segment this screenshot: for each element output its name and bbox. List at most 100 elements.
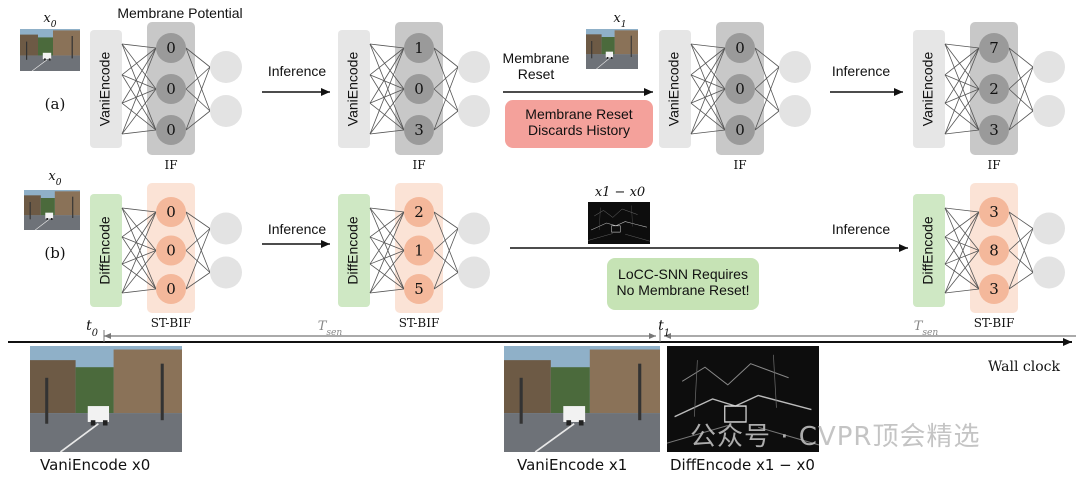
row-b-stage-0-edge-in [121,236,157,290]
row-b-stage-0-neuron-1 [156,235,186,266]
row-b-input-label-diff: x1 − x0 [595,185,645,200]
row-b-stage-1-edge-in [369,211,405,265]
row-b-stage-0-edge-in [121,236,157,251]
row-b-stage-1-neuron-value-0: 2 [414,203,424,221]
row-a-stage-0-output-neuron-0 [210,51,242,83]
row-b-stage-2-edge-in [944,211,980,238]
row-b-stage-1-neuron-type: ST-BIF [399,316,440,330]
row-a-stage-3-edge-in [944,74,980,90]
row-a-stage-2-neuron-0 [725,33,755,63]
row-a-stage-2-encoder-label: VaniEncode [666,52,682,127]
row-a-stage-0-edge-in [121,43,157,90]
row-a-stage-3-edge-in [944,47,980,76]
row-b-label: (b) [44,244,65,262]
row-b-arrow-label-1: Inference [268,221,327,237]
caption-diffencode-x1-x0: DiffEncode x1 − x0 [670,456,815,474]
row-b-stage-0-edge-in [121,211,157,265]
row-b-stage-0-edge-out [185,211,211,273]
row-b-stage-1-edge-out [433,228,459,290]
row-b-stage-2-edge-in [944,250,980,265]
row-a-stage-3-edge-out [1008,110,1034,131]
row-a-stage-1-edge-in [369,102,405,131]
caption-vaniencode-x1: VaniEncode x1 [517,456,628,474]
row-a-stage-0-edge-in [121,43,157,131]
row-b-stage-1-edge-in [369,250,405,294]
bottom-image-vaniencode-x0 [30,346,182,452]
row-a-stage-2-edge-in [690,47,726,104]
row-a-stage-0-neuron-value-0: 0 [166,39,176,57]
row-b-stage-0-neuron-value-2: 0 [166,280,176,298]
row-a-stage-3-edge-in [944,43,980,90]
row-a-stage-0-edge-in [121,74,157,131]
row-a-stage-1-neuron-1 [404,74,434,104]
row-a-stage-0-encoder-label: VaniEncode [97,52,113,127]
row-a-stage-0-output-neuron-1 [210,95,242,127]
row-a-stage-1-edge-in [369,43,405,90]
row-a-stage-0-neuron-value-2: 0 [166,121,176,139]
row-a-stage-1-edge-out [433,47,459,112]
row-b-stage-2-encoder-label: DiffEncode [920,216,936,284]
row-a-stage-2-edge-out [754,66,780,131]
row-a-stage-2-edge-in [690,129,726,135]
row-a-input-image-x0 [20,29,80,71]
row-a-stage-2-output-neuron-1 [779,95,811,127]
row-a-stage-2-edge-in [690,102,726,131]
row-a-stage-0-neuron-value-1: 0 [166,80,176,98]
row-a-input-label-x0: x0 [43,11,56,30]
row-b-stage-1-edge-in [369,250,405,265]
row-a-stage-3-edge-out [1008,66,1034,131]
row-a-stage-1-edge-in [369,88,405,135]
row-a-stage-0-edge-out [185,66,211,131]
row-a-stage-1-edge-in [369,129,405,135]
row-b-stage-2-neuron-1 [979,235,1009,266]
row-b-stage-1-edge-out [433,250,459,273]
row-a-stage-0-neuron-1 [156,74,186,104]
row-b-stage-0-edge-out [185,250,211,273]
row-b-stage-0-edge-out [185,228,211,290]
row-b-stage-1-edge-in [369,207,405,251]
row-b-stage-2-edge-in [944,263,980,290]
row-b-stage-1-edge-in [369,263,405,290]
row-b-stage-2-edge-in [944,236,980,290]
row-b-stage-2-edge-out [1008,228,1034,251]
row-b-stage-2-neuron-0 [979,197,1009,227]
row-b-stage-1-output-neuron-1 [458,256,490,289]
row-b-stage-2-edge-out [1008,272,1034,290]
row-a-stage-2-output-neuron-0 [779,51,811,83]
caption-vaniencode-x0: VaniEncode x0 [40,456,151,474]
row-a-stage-2-neuron-value-2: 0 [735,121,745,139]
row-b-stage-1-edge-in [369,211,405,238]
row-b-stage-2-edge-in [944,207,980,251]
row-b-stage-1-edge-in [369,236,405,251]
row-a-stage-3-edge-out [1008,88,1034,112]
row-b-stage-0-edge-in [121,263,157,290]
watermark: 公众号 · CVPR顶会精选 [690,422,981,452]
row-b-stage-2-edge-in [944,207,980,213]
row-b-stage-2-edge-in [944,207,980,290]
row-a-stage-1-encoder [338,30,370,148]
row-a-stage-2-edge-in [690,74,726,90]
row-b-stage-0-edge-in [121,207,157,251]
row-b-stage-1-encoder-label: DiffEncode [345,216,361,284]
row-a-stage-3-edge-in [944,88,980,104]
row-b-stage-1-edge-in [369,207,405,213]
row-a-stage-1-edge-in [369,88,405,104]
timeline-t0: t0 [86,318,98,339]
row-b-input-image-x0 [24,190,80,230]
row-a-stage-3-edge-in [944,129,980,135]
row-a-stage-3-edge-in [944,43,980,131]
row-b-stage-2-output-neuron-1 [1033,256,1065,289]
row-a-stage-2-neuron-value-0: 0 [735,39,745,57]
row-a-stage-3-output-neuron-0 [1033,51,1065,83]
row-a-stage-3-edge-out [1008,47,1034,112]
row-b-stage-2-edge-in [944,211,980,294]
row-a-stage-1-edge-in [369,47,405,76]
row-b-stage-0-edge-in [121,288,157,294]
row-a-stage-1-edge-in [369,47,405,104]
row-a-stage-2-neuron-1 [725,74,755,104]
row-a-stage-2-edge-in [690,47,726,135]
row-a-input-image-x1 [586,29,638,69]
